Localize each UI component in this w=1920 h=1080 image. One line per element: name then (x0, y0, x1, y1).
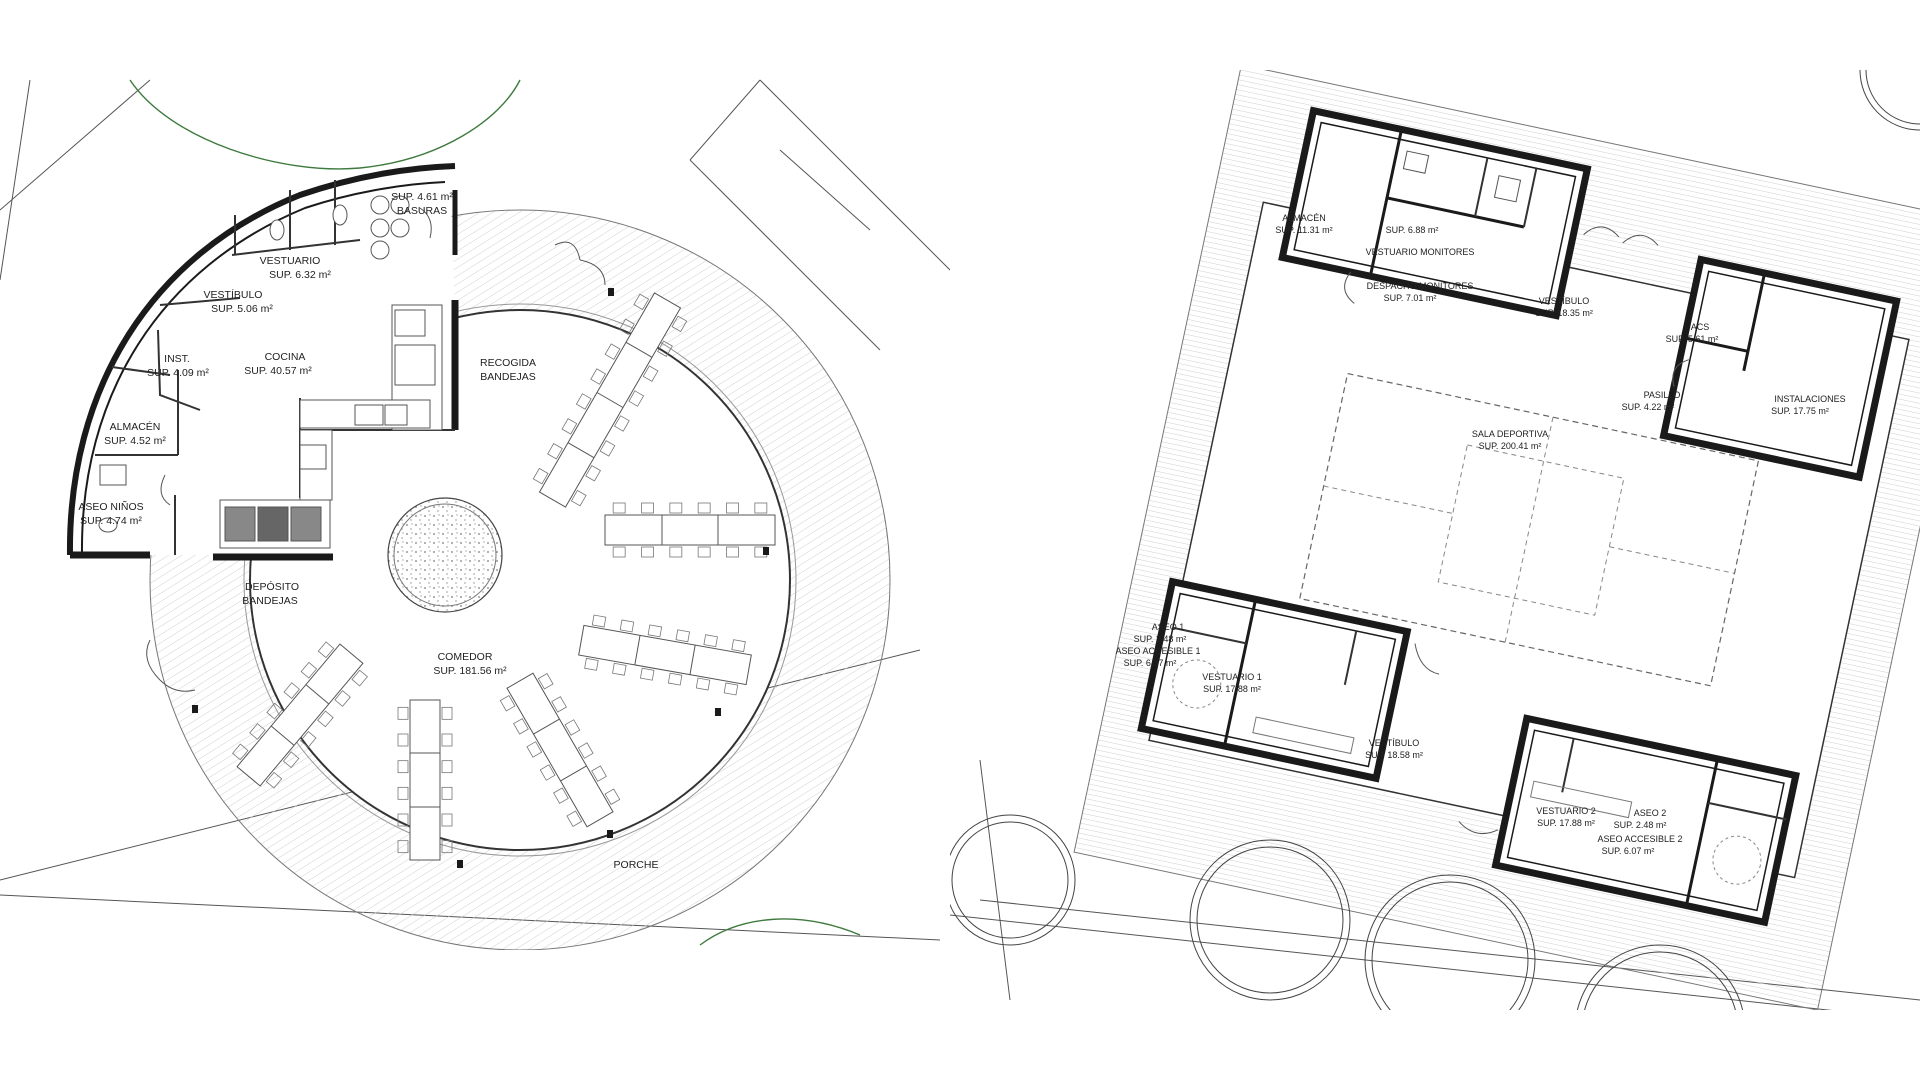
label-almacen-r: ALMACÉN (1282, 213, 1326, 223)
block-nw (1278, 106, 1592, 320)
label-aseo-ninos: ASEO NIÑOS (78, 500, 143, 513)
label-comedor: COMEDOR (438, 651, 493, 663)
label-instalaciones: INSTALACIONES (1774, 394, 1845, 404)
dining-tables (236, 292, 776, 861)
left-labels: SUP. 4.61 m² BASURAS VESTUARIO SUP. 6.32… (78, 191, 658, 871)
central-patio (387, 497, 503, 613)
label-almacen-area: SUP. 4.52 m² (104, 435, 166, 447)
label-aseo-2: ASEO 2 (1634, 808, 1667, 818)
label-pasillo: PASILLO (1644, 390, 1681, 400)
tree-circles (950, 70, 1920, 1010)
service-wing (66, 163, 459, 561)
label-vestuario: VESTUARIO (260, 255, 321, 267)
bins (370, 195, 410, 260)
label-despacho: DESPACHO MONITORES (1367, 281, 1474, 291)
label-vestibulo-n-area: SUP. 18.35 m² (1535, 308, 1593, 318)
label-deposito-bandejas: BANDEJAS (242, 595, 297, 607)
chair-group (612, 502, 768, 558)
label-pasillo-area: SUP. 4.22 m² (1622, 402, 1675, 412)
label-deposito: DEPÓSITO (245, 580, 299, 593)
block-se (1491, 714, 1800, 927)
label-aseo-1-area: SUP. 2.48 m² (1134, 634, 1187, 644)
label-vestibulo-s: VESTÍBULO (1369, 738, 1420, 748)
label-aseo-acc-2: ASEO ACCESIBLE 2 (1597, 834, 1682, 844)
label-cocina-area: SUP. 40.57 m² (244, 365, 312, 377)
label-aseo-ninos-area: SUP. 4.74 m² (80, 515, 142, 527)
plan-sala-deportiva: ALMACÉN SUP. 11.31 m² SUP. 6.88 m² VESTU… (950, 70, 1920, 1010)
label-sala-deportiva: SALA DEPORTIVA (1472, 429, 1548, 439)
block-sw (1137, 577, 1412, 783)
label-inst-area: SUP. 4.09 m² (147, 367, 209, 379)
chair-group (532, 293, 688, 507)
label-vestibulo-s-area: SUP. 18.58 m² (1365, 750, 1423, 760)
comedor-doors (146, 207, 606, 692)
label-sala-deportiva-area: SUP. 200.41 m² (1479, 441, 1542, 451)
chair-group (397, 706, 453, 854)
label-inst: INST. (164, 353, 190, 365)
label-despacho-area: SUP. 7.01 m² (1384, 293, 1437, 303)
comedor-wall-outer (243, 303, 797, 857)
block-ne (1659, 255, 1901, 482)
label-acs-area: SUP. 5.61 m² (1666, 334, 1719, 344)
label-vestibulo-area: SUP. 5.06 m² (211, 303, 273, 315)
doors-right (1344, 226, 1691, 835)
chair-group (499, 673, 621, 827)
label-vestuario-2-area: SUP. 17.88 m² (1537, 818, 1595, 828)
label-almacen-r-area: SUP. 11.31 m² (1275, 225, 1332, 235)
label-porche: PORCHE (614, 859, 659, 871)
label-vestuario-area: SUP. 6.32 m² (269, 269, 331, 281)
label-acs: ACS (1691, 322, 1710, 332)
label-vestuario-1-area: SUP. 17.88 m² (1203, 684, 1261, 694)
tree-canopy-bottom (699, 918, 861, 946)
dining-chairs (232, 293, 768, 854)
label-vest-monitores: VESTUARIO MONITORES (1366, 247, 1475, 257)
chair-group (584, 614, 746, 696)
comedor-floor (249, 309, 791, 851)
label-aseo-acc-2-area: SUP. 6.07 m² (1602, 846, 1655, 856)
right-labels: ALMACÉN SUP. 11.31 m² SUP. 6.88 m² VESTU… (1115, 213, 1845, 856)
label-basuras-area: SUP. 4.61 m² (391, 191, 453, 203)
label-vestuario-2: VESTUARIO 2 (1536, 806, 1596, 816)
label-aseo-1: ASEO 1 (1152, 622, 1185, 632)
label-cocina: COCINA (265, 351, 306, 363)
plan-comedor: SUP. 4.61 m² BASURAS VESTUARIO SUP. 6.32… (0, 79, 950, 950)
label-aseo-acc-1: ASEO ACCESIBLE 1 (1115, 646, 1200, 656)
label-recogida-bandejas: BANDEJAS (480, 371, 535, 383)
label-vestuario-1: VESTUARIO 1 (1202, 672, 1262, 682)
label-comedor-area: SUP. 181.56 m² (433, 665, 507, 677)
label-aseo-2-area: SUP. 2.48 m² (1614, 820, 1667, 830)
label-basuras: BASURAS (397, 205, 447, 217)
label-aseo-acc-1-area: SUP. 6.07 m² (1124, 658, 1177, 668)
label-instalaciones-area: SUP. 17.75 m² (1771, 406, 1829, 416)
label-vest-monitores-area: SUP. 6.88 m² (1386, 225, 1439, 235)
chair-group (232, 641, 368, 789)
label-vestibulo-n: VESTÍBULO (1539, 296, 1590, 306)
label-vestibulo: VESTÍBULO (204, 288, 263, 301)
tree-canopy-top (129, 79, 521, 170)
porch-posts (192, 288, 769, 868)
label-recogida: RECOGIDA (480, 357, 536, 369)
label-almacen: ALMACÉN (110, 420, 161, 433)
